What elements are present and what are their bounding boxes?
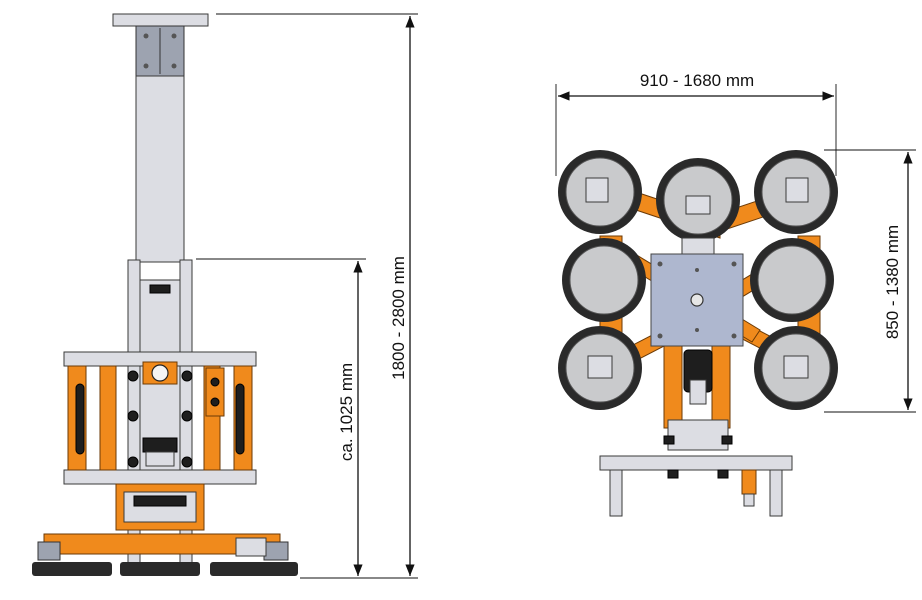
width-range-label: 910 - 1680 mm (640, 71, 754, 90)
central-mount-block (681, 237, 715, 257)
height-range-label: 1800 - 2800 mm (389, 256, 408, 380)
depth-range-label: 850 - 1380 mm (883, 225, 902, 339)
suction-pad-mid-right (750, 238, 834, 322)
suction-pad-mid-left (562, 238, 646, 322)
side-pad-left (32, 562, 112, 576)
side-pad-right (210, 562, 298, 576)
suction-pad-top-right (754, 150, 838, 234)
suction-pad-top-center (656, 158, 740, 242)
frame-left-inner (99, 365, 117, 471)
pressure-gauge-icon (151, 364, 169, 382)
handle-bar (599, 455, 793, 471)
upper-mast (135, 75, 185, 263)
side-pad-center (120, 562, 200, 576)
suction-pad-bottom-right (754, 326, 838, 410)
lower-crossbar (63, 469, 257, 485)
top-flange (112, 13, 209, 27)
mid-height-label: ca. 1025 mm (337, 363, 356, 461)
center-hub-icon (690, 293, 704, 307)
suction-pad-top-left (558, 150, 642, 234)
top-view: 910 - 1680 mm 850 - 1380 mm (555, 71, 916, 517)
control-box (205, 367, 225, 417)
suction-pad-bottom-left (558, 326, 642, 410)
side-view: 1800 - 2800 mm ca. 1025 mm (32, 13, 418, 579)
